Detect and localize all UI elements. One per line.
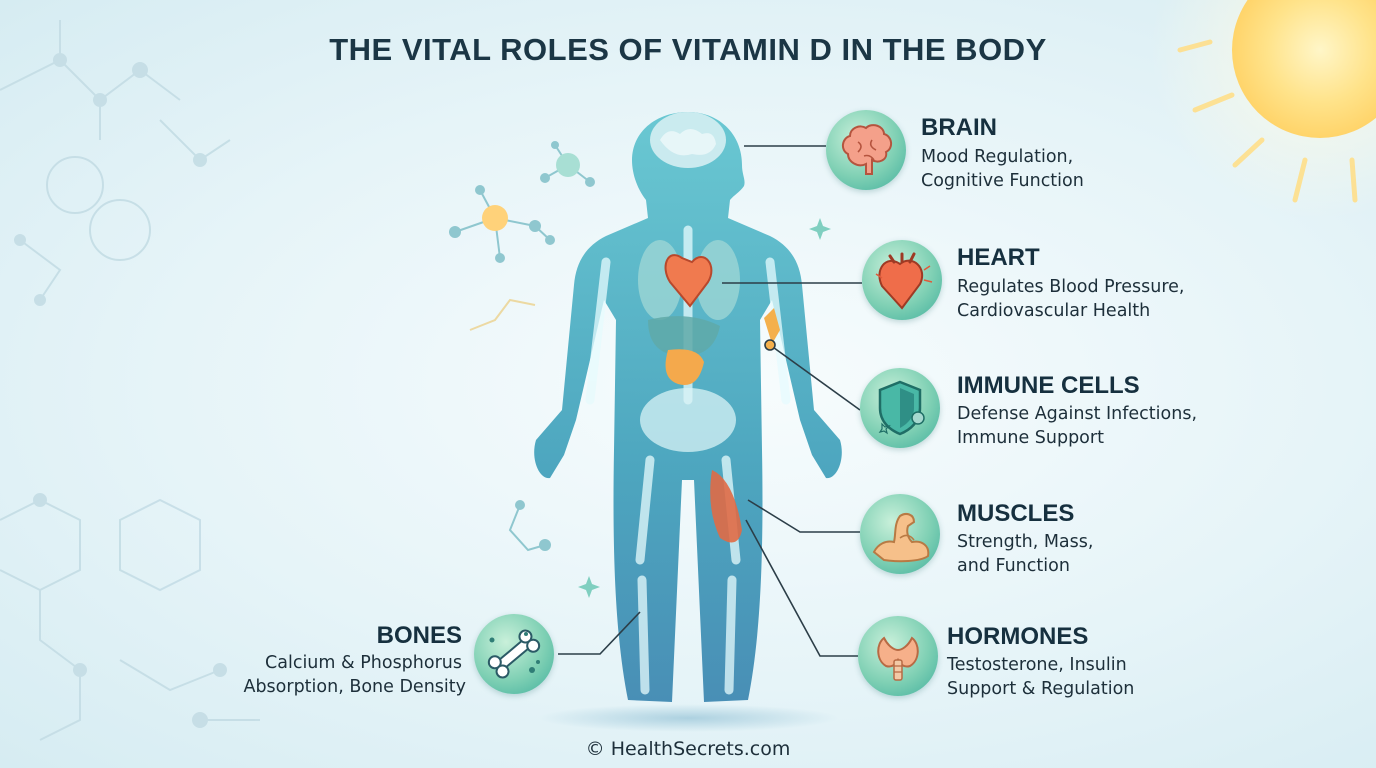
human-body-figure [534, 112, 842, 702]
sparkle-icon [578, 576, 600, 598]
hormones-heading: HORMONES [947, 623, 1089, 650]
immune-heading: IMMUNE CELLS [957, 372, 1140, 399]
bone-icon [474, 614, 554, 694]
molecule-decoration-center [449, 141, 595, 552]
hormones-description-line2: Support & Regulation [947, 679, 1135, 699]
brain-icon [826, 110, 906, 190]
copyright-text: © HealthSecrets.com [585, 738, 791, 760]
thyroid-icon [858, 616, 938, 696]
immune-description-line2: Immune Support [957, 428, 1104, 448]
heart-icon [862, 240, 942, 320]
sun-icon [1150, 0, 1376, 220]
bones-description-line1: Calcium & Phosphorus [265, 653, 462, 673]
muscles-heading: MUSCLES [957, 500, 1075, 527]
flexed-arm-icon [860, 494, 940, 574]
sparkle-icon [809, 218, 831, 240]
muscles-description-line1: Strength, Mass, [957, 532, 1094, 552]
heart-description-line2: Cardiovascular Health [957, 301, 1151, 321]
bones-heading: BONES [376, 622, 462, 649]
brain-description-line1: Mood Regulation, [921, 147, 1074, 167]
brain-heading: BRAIN [921, 114, 997, 141]
figure-shadow [538, 704, 838, 732]
heart-heading: HEART [957, 244, 1040, 271]
shield-icon [860, 368, 940, 448]
hormones-description-line1: Testosterone, Insulin [947, 655, 1127, 675]
connector-lines [558, 145, 862, 657]
immune-description-line1: Defense Against Infections, [957, 404, 1198, 424]
heart-description-line1: Regulates Blood Pressure, [957, 277, 1185, 297]
molecule-decoration-left [0, 20, 260, 741]
bones-description-line2: Absorption, Bone Density [243, 677, 466, 697]
muscles-description-line2: and Function [957, 556, 1070, 576]
page-title: THE VITAL ROLES OF VITAMIN D IN THE BODY [329, 32, 1047, 67]
brain-description-line2: Cognitive Function [921, 171, 1084, 191]
